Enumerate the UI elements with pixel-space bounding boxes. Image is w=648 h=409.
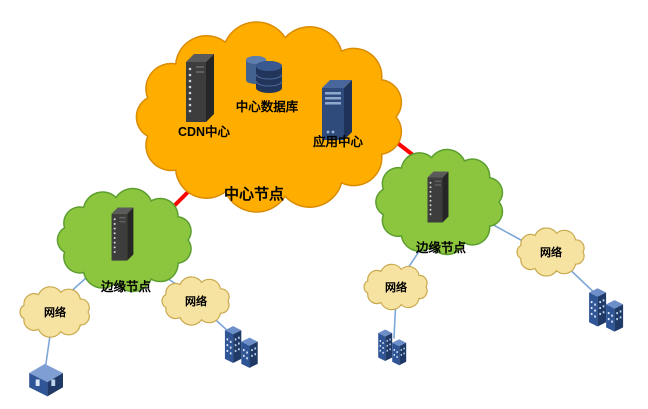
network-label-far-right: 网络 xyxy=(540,245,562,259)
edge-node-left-label: 边缘节点 xyxy=(100,279,152,294)
cdn-server-icon xyxy=(186,54,214,122)
central-database-label: 中心数据库 xyxy=(236,99,299,114)
network-cloud-far-left xyxy=(19,286,90,338)
network-label-far-left: 网络 xyxy=(44,305,66,319)
network-cloud-far-right xyxy=(516,227,585,277)
edge-server-right-icon xyxy=(427,171,449,223)
app-center-label: 应用中心 xyxy=(313,134,364,149)
app-server-icon xyxy=(322,80,352,140)
network-cloud-mid-left xyxy=(161,276,230,326)
network-label-mid-left: 网络 xyxy=(185,294,207,308)
house-icon-far-left xyxy=(29,363,63,397)
edge-node-right-label: 边缘节点 xyxy=(415,240,467,255)
edge-server-left-icon xyxy=(111,207,134,261)
center-node-label: 中心节点 xyxy=(224,185,284,203)
cdn-center-label: CDN中心 xyxy=(178,124,231,139)
center-node-cloud xyxy=(135,21,403,213)
network-label-mid-right: 网络 xyxy=(385,280,407,294)
buildings-icon-far-right xyxy=(589,288,624,332)
buildings-icon-mid-left xyxy=(224,326,258,368)
network-cloud-mid-right xyxy=(363,263,428,311)
buildings-icon-mid-right xyxy=(378,329,407,366)
